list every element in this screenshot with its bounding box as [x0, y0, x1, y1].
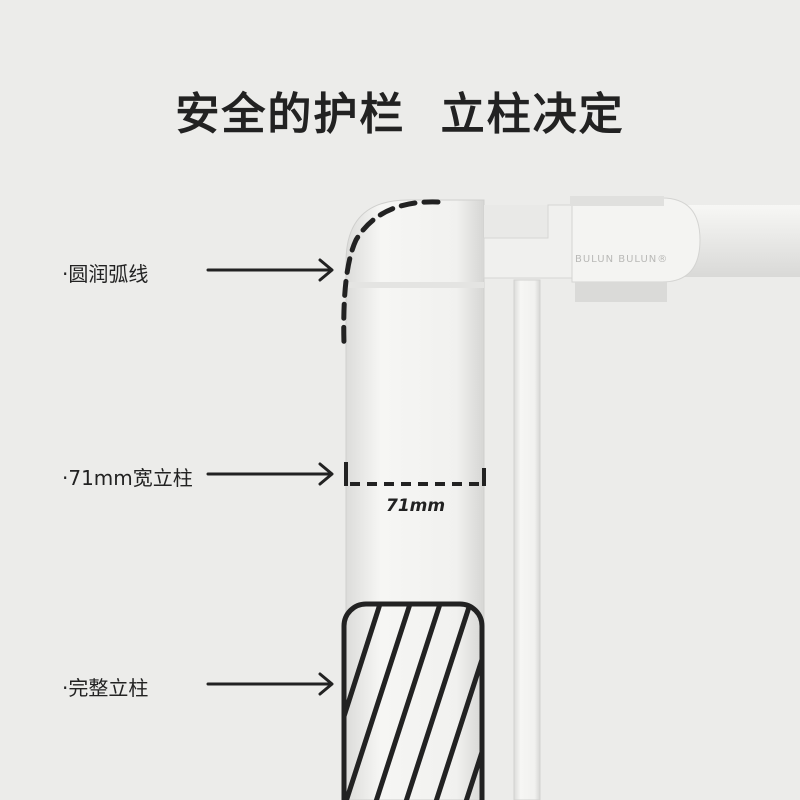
- gate-rod: [513, 279, 541, 800]
- callout-rounded-arc: ·圆润弧线: [62, 262, 149, 286]
- arrow-1: [206, 258, 334, 282]
- rounded-arc-highlight: [341, 199, 441, 347]
- dimension-label: 71mm: [386, 496, 446, 516]
- brand-text: BULUN BULUN®: [575, 254, 668, 265]
- callout-71mm-post: ·71mm宽立柱: [62, 466, 193, 490]
- vertical-post: [345, 199, 485, 800]
- lock-housing: BULUN BULUN®: [570, 196, 701, 302]
- arrow-2: [206, 462, 334, 486]
- page-title: 安全的护栏 立柱决定: [175, 89, 625, 140]
- arrow-3: [206, 672, 334, 696]
- width-dimension: [344, 462, 486, 486]
- callout-full-post: ·完整立柱: [62, 676, 149, 700]
- full-post-highlight: [341, 601, 485, 800]
